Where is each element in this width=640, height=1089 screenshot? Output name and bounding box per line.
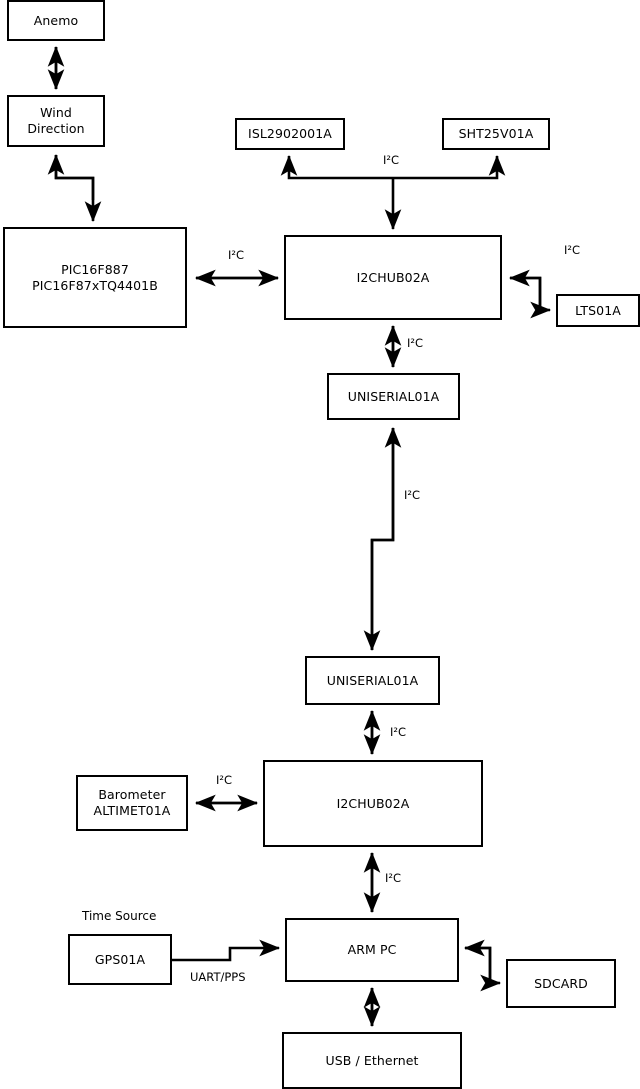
wire-wind-up [47,153,95,200]
node-lts01a[interactable]: LTS01A [556,294,640,327]
wire-sd-in [463,939,492,983]
edge-label-uart-pps: UART/PPS [190,970,246,984]
node-gps01a[interactable]: GPS01A [68,934,172,985]
node-anemo[interactable]: Anemo [7,0,105,41]
wire-bus-to-isl [280,154,393,180]
edge-label-i2c-bus-top: I²C [383,153,400,167]
node-barometer-altimet01a[interactable]: Barometer ALTIMET01A [76,775,188,831]
wire-pic-down [54,155,102,223]
wire-uni-link-up [370,426,402,650]
edge-label-i2c-uniserial-hub: I²C [390,725,407,739]
edge-label-i2c-hub-lts: I²C [564,243,581,257]
node-wind-direction[interactable]: Wind Direction [7,95,105,147]
wire-lts-in [508,269,542,310]
node-i2chub02a-bottom[interactable]: I2CHUB02A [263,760,483,847]
edge-label-i2c-barometer-hub: I²C [216,773,233,787]
edge-label-i2c-pic-hub: I²C [228,248,245,262]
node-uniserial01a-top[interactable]: UNISERIAL01A [327,373,460,420]
wire-gps-arm [172,939,281,962]
edge-label-i2c-hub-uniserial: I²C [407,336,424,350]
wire-bus-to-sht [393,154,506,180]
node-sdcard[interactable]: SDCARD [506,959,616,1008]
node-pic-mcu[interactable]: PIC16F887 PIC16F87xTQ4401B [3,227,187,328]
edge-label-i2c-uniserial-link: I²C [404,488,421,502]
node-usb-ethernet[interactable]: USB / Ethernet [282,1032,462,1089]
node-i2chub02a-top[interactable]: I2CHUB02A [284,235,502,320]
node-sht25v01a[interactable]: SHT25V01A [442,118,550,150]
wire-sd-out [465,946,502,992]
node-arm-pc[interactable]: ARM PC [285,918,459,982]
annotation-time-source: Time Source [82,909,157,923]
node-isl2902001a[interactable]: ISL2902001A [235,118,345,150]
edge-label-i2c-hub-armpc: I²C [385,871,402,885]
node-uniserial01a-bottom[interactable]: UNISERIAL01A [305,656,440,705]
wire-uni-link-down [363,428,395,652]
wire-lts-out [510,276,552,319]
